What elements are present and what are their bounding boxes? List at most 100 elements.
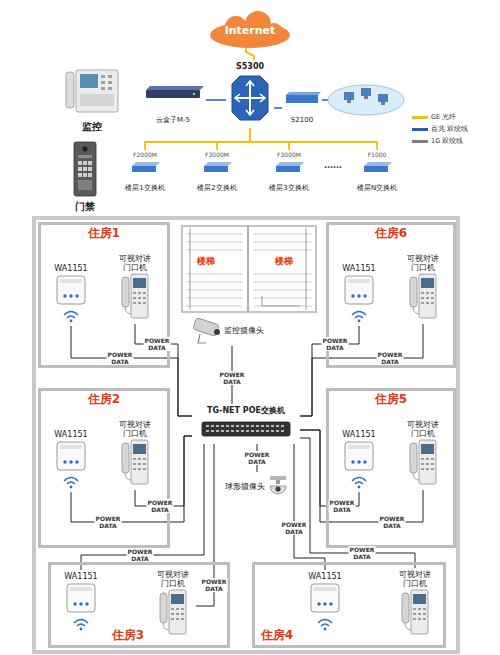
core-switch: S5300 xyxy=(226,60,274,128)
ports xyxy=(206,425,284,427)
node-text: Internet xyxy=(225,25,276,38)
stair-label: 楼梯 xyxy=(274,257,294,267)
ap-icon xyxy=(345,442,373,488)
dome-camera-node: 球形摄像头 xyxy=(223,472,291,502)
pc xyxy=(378,94,388,102)
floor-switch: F2000M楼层1交换机 xyxy=(118,150,172,194)
legend-row: 百兆 双绞线 xyxy=(412,126,468,133)
access-switch-icon xyxy=(286,92,328,103)
ap-node: WA1151 xyxy=(56,570,106,634)
key xyxy=(101,87,105,90)
key xyxy=(88,167,92,171)
intercom-node: 可视对讲门口机 xyxy=(392,568,438,640)
edge-label: POWER DATA xyxy=(281,521,308,535)
node-text: F3000M xyxy=(205,152,229,159)
dome-shell xyxy=(270,486,286,494)
key xyxy=(88,161,92,165)
edge-label: POWER DATA xyxy=(329,499,356,513)
camera-node: 监控摄像头 xyxy=(190,316,274,346)
staircase xyxy=(182,226,316,312)
key xyxy=(83,167,87,171)
node-text: WA1151 xyxy=(342,264,375,273)
key xyxy=(108,75,112,78)
key xyxy=(78,161,82,165)
connector xyxy=(300,326,359,416)
pc-link xyxy=(322,99,328,101)
poe-switch: TG-NET POE交换机 xyxy=(192,404,300,444)
switch-top xyxy=(276,162,304,166)
node-text: TG-NET POE交换机 xyxy=(207,406,285,415)
room-heading: 住房2 xyxy=(88,393,120,407)
edge-label: POWER DATA xyxy=(147,499,174,513)
connector xyxy=(71,436,192,522)
legend-swatch xyxy=(412,116,428,119)
node-text: 云盒子M-5 xyxy=(156,116,190,124)
legend-swatch xyxy=(412,140,428,143)
node-text: 监控 xyxy=(82,121,102,133)
legend-row: 1G 双绞线 xyxy=(412,138,463,145)
poe-switch-icon xyxy=(202,422,290,436)
legend-text: GE 光纤 xyxy=(431,114,456,121)
switch-top xyxy=(132,162,160,166)
edge-label: POWER DATA xyxy=(201,578,228,592)
ap-node: WA1151 xyxy=(334,262,384,326)
monitor-station-icon xyxy=(66,70,118,112)
node-text: 可视对讲门口机 xyxy=(407,420,439,438)
key xyxy=(101,81,105,84)
connector xyxy=(217,128,250,150)
edge-label: POWER DATA xyxy=(144,337,171,351)
access-switch: S2100 xyxy=(282,92,322,126)
pc-stand xyxy=(347,100,351,103)
ellipsis-label: ...... xyxy=(323,162,343,171)
connector xyxy=(71,326,192,416)
node-text: WA1151 xyxy=(64,572,97,581)
edge-label: POWER DATA xyxy=(95,515,122,529)
connector xyxy=(206,99,226,101)
connector xyxy=(274,107,282,109)
cloud-box-device: 云盒子M-5 xyxy=(140,86,206,126)
edge-label: POWER DATA xyxy=(322,337,349,351)
room-heading: 住房4 xyxy=(261,629,293,643)
node-text: 楼层1交换机 xyxy=(125,184,164,192)
building-wall xyxy=(34,218,458,652)
edge-label: POWER DATA xyxy=(107,351,134,365)
legend-text: 百兆 双绞线 xyxy=(431,126,468,133)
legend-swatch xyxy=(412,128,428,131)
box-body xyxy=(146,90,200,98)
edge-label: POWER DATA xyxy=(379,515,406,529)
room-heading: 住房1 xyxy=(88,227,120,241)
switch-body xyxy=(364,166,388,172)
ap-node: WA1151 xyxy=(334,428,384,492)
pc xyxy=(344,92,354,100)
ap-icon xyxy=(311,584,339,630)
switch-body xyxy=(286,95,318,103)
connector xyxy=(81,444,204,570)
room-heading: 住房3 xyxy=(112,629,144,643)
handrail xyxy=(262,296,300,306)
intercom-node: 可视对讲门口机 xyxy=(400,252,446,324)
node-text: 可视对讲门口机 xyxy=(407,254,439,272)
intercom-node: 可视对讲门口机 xyxy=(112,252,158,324)
pc-stand xyxy=(364,96,368,99)
dome-stem xyxy=(276,480,280,484)
internet-cloud xyxy=(210,11,290,48)
node-text: 可视对讲门口机 xyxy=(119,420,151,438)
node-text: 监控摄像头 xyxy=(224,326,264,335)
stair-steps xyxy=(254,234,312,306)
connector xyxy=(135,324,192,416)
key xyxy=(83,161,87,165)
ports xyxy=(206,430,284,432)
connector xyxy=(250,128,377,150)
intercom-node: 可视对讲门口机 xyxy=(400,418,446,490)
node-text: WA1151 xyxy=(342,430,375,439)
switch-top xyxy=(286,92,321,95)
cloud-shape xyxy=(210,22,290,48)
stair-label: 楼梯 xyxy=(196,257,216,267)
cloud-node: Internet xyxy=(210,14,290,48)
connector xyxy=(300,430,359,506)
connector xyxy=(300,438,415,568)
key xyxy=(108,87,112,90)
camera-lens xyxy=(214,329,220,335)
dome-camera-icon xyxy=(270,476,286,494)
